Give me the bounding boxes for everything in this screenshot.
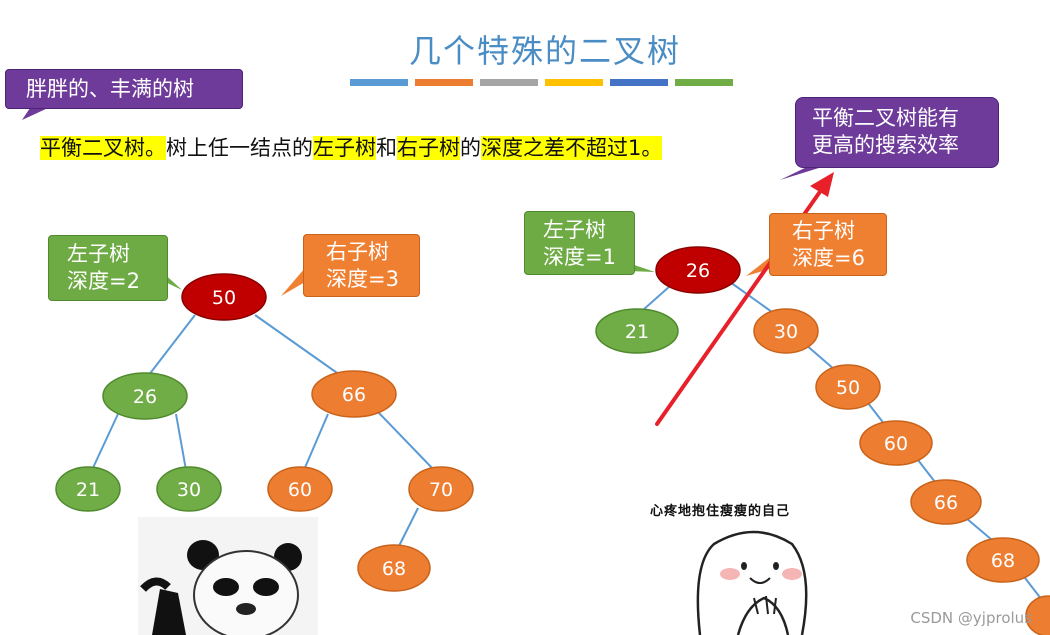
node-label: 26: [133, 386, 157, 408]
watermark: CSDN @yjprolus: [910, 609, 1032, 627]
definition-text: 的: [460, 136, 481, 160]
tree-node: [102, 372, 188, 420]
callout-text-line2: 更高的搜索效率: [812, 133, 959, 157]
node-label: 60: [884, 433, 908, 455]
callout-left-depth: 左子树 深度=2: [48, 235, 168, 301]
callout-left-depth: 左子树 深度=1: [524, 211, 635, 275]
tree-edge: [1024, 577, 1043, 601]
panda-meme-image: [138, 517, 318, 635]
tree-node: [55, 466, 121, 512]
tree-node: [753, 308, 819, 354]
highlight-right-subtree: 右子树: [397, 136, 460, 160]
callout-text-line2: 深度=3: [326, 267, 399, 291]
color-bar: [675, 79, 733, 86]
tree-node: [267, 466, 333, 512]
callout-tail: [22, 108, 48, 120]
tree-edge: [254, 314, 341, 376]
tree-edge: [965, 517, 993, 541]
node-label: 70: [429, 479, 453, 501]
node-label: 60: [288, 479, 312, 501]
page-title: 几个特殊的二叉树: [408, 32, 681, 70]
arrow-head: [810, 172, 834, 197]
tree-node: [408, 466, 474, 512]
tree-edge: [397, 507, 419, 549]
tree-edge: [303, 413, 329, 471]
tree-node-root: [181, 273, 267, 321]
tree-node: [357, 544, 431, 592]
right-tree-nodes: 26 21 30 50 60 66 68: [595, 246, 1050, 635]
tree-edge: [175, 413, 187, 471]
node-label: 21: [625, 321, 649, 343]
tree-node: [156, 466, 222, 512]
color-bar: [480, 79, 538, 86]
tree-edge: [729, 281, 773, 313]
node-label: 66: [934, 492, 958, 514]
callout-text: 胖胖的、丰满的树: [26, 77, 194, 101]
tree-node: [966, 537, 1040, 583]
callout-text-line1: 左子树: [543, 218, 606, 242]
tree-node: [595, 308, 679, 354]
meme-caption: 心疼地抱住瘦瘦的自己: [650, 504, 791, 519]
tree-edge: [377, 411, 435, 471]
tree-node-partial: [1025, 595, 1050, 635]
balanced-tree-definition: 平衡二叉树。树上任一结点的左子树和右子树的深度之差不超过1。: [40, 132, 663, 162]
callout-text-line2: 深度=6: [792, 246, 865, 270]
callout-text-line2: 深度=2: [67, 269, 140, 293]
node-label: 50: [836, 377, 860, 399]
node-label: 68: [382, 558, 406, 580]
hug-self-meme-image: 心疼地抱住瘦瘦的自己: [642, 494, 820, 635]
definition-text: 和: [376, 136, 397, 160]
node-label: 30: [774, 321, 798, 343]
color-bar: [545, 79, 603, 86]
node-label: 30: [177, 479, 201, 501]
node-label: 50: [212, 287, 236, 309]
tree-edge: [917, 459, 936, 483]
color-bar-strip: [350, 79, 733, 86]
tree-node: [311, 370, 397, 418]
tree-edge: [642, 285, 671, 311]
color-bar: [350, 79, 408, 86]
red-arrow: [655, 172, 834, 426]
highlight-left-subtree: 左子树: [313, 136, 376, 160]
callout-text-line1: 右子树: [792, 219, 855, 243]
tree-edge: [804, 343, 836, 371]
callout-tail: [746, 255, 773, 276]
tree-node: [815, 364, 881, 410]
left-tree-edges: [91, 314, 435, 549]
color-bar: [610, 79, 668, 86]
left-tree-nodes: 50 26 66 21 30 60 70 68: [55, 273, 474, 592]
tree-node-root: [655, 246, 741, 294]
tree-edge: [144, 314, 196, 381]
tree-node: [910, 479, 982, 525]
definition-text: 树上任一结点的: [166, 136, 313, 160]
node-label: 66: [342, 384, 366, 406]
node-label: 21: [76, 479, 100, 501]
tree-node: [859, 420, 933, 466]
node-label: 26: [686, 260, 710, 282]
callout-text-line2: 深度=1: [543, 245, 616, 269]
color-bar: [415, 79, 473, 86]
right-tree-edges: [642, 281, 1043, 601]
tree-edge: [867, 402, 886, 426]
callout-right-depth: 右子树 深度=3: [303, 234, 420, 297]
callout-text-line1: 平衡二叉树能有: [812, 106, 959, 130]
callout-chubby-tree: 胖胖的、丰满的树: [5, 69, 243, 109]
node-label: 68: [991, 550, 1015, 572]
callout-text-line1: 左子树: [67, 242, 130, 266]
highlight-depth-diff: 深度之差不超过1。: [481, 136, 663, 160]
callout-right-depth: 右子树 深度=6: [769, 213, 887, 276]
tree-edge: [91, 413, 119, 471]
callout-balanced-efficiency: 平衡二叉树能有 更高的搜索效率: [795, 97, 999, 168]
highlight-term: 平衡二叉树。: [40, 136, 166, 160]
callout-tail: [281, 268, 305, 296]
callout-text-line1: 右子树: [326, 240, 389, 264]
